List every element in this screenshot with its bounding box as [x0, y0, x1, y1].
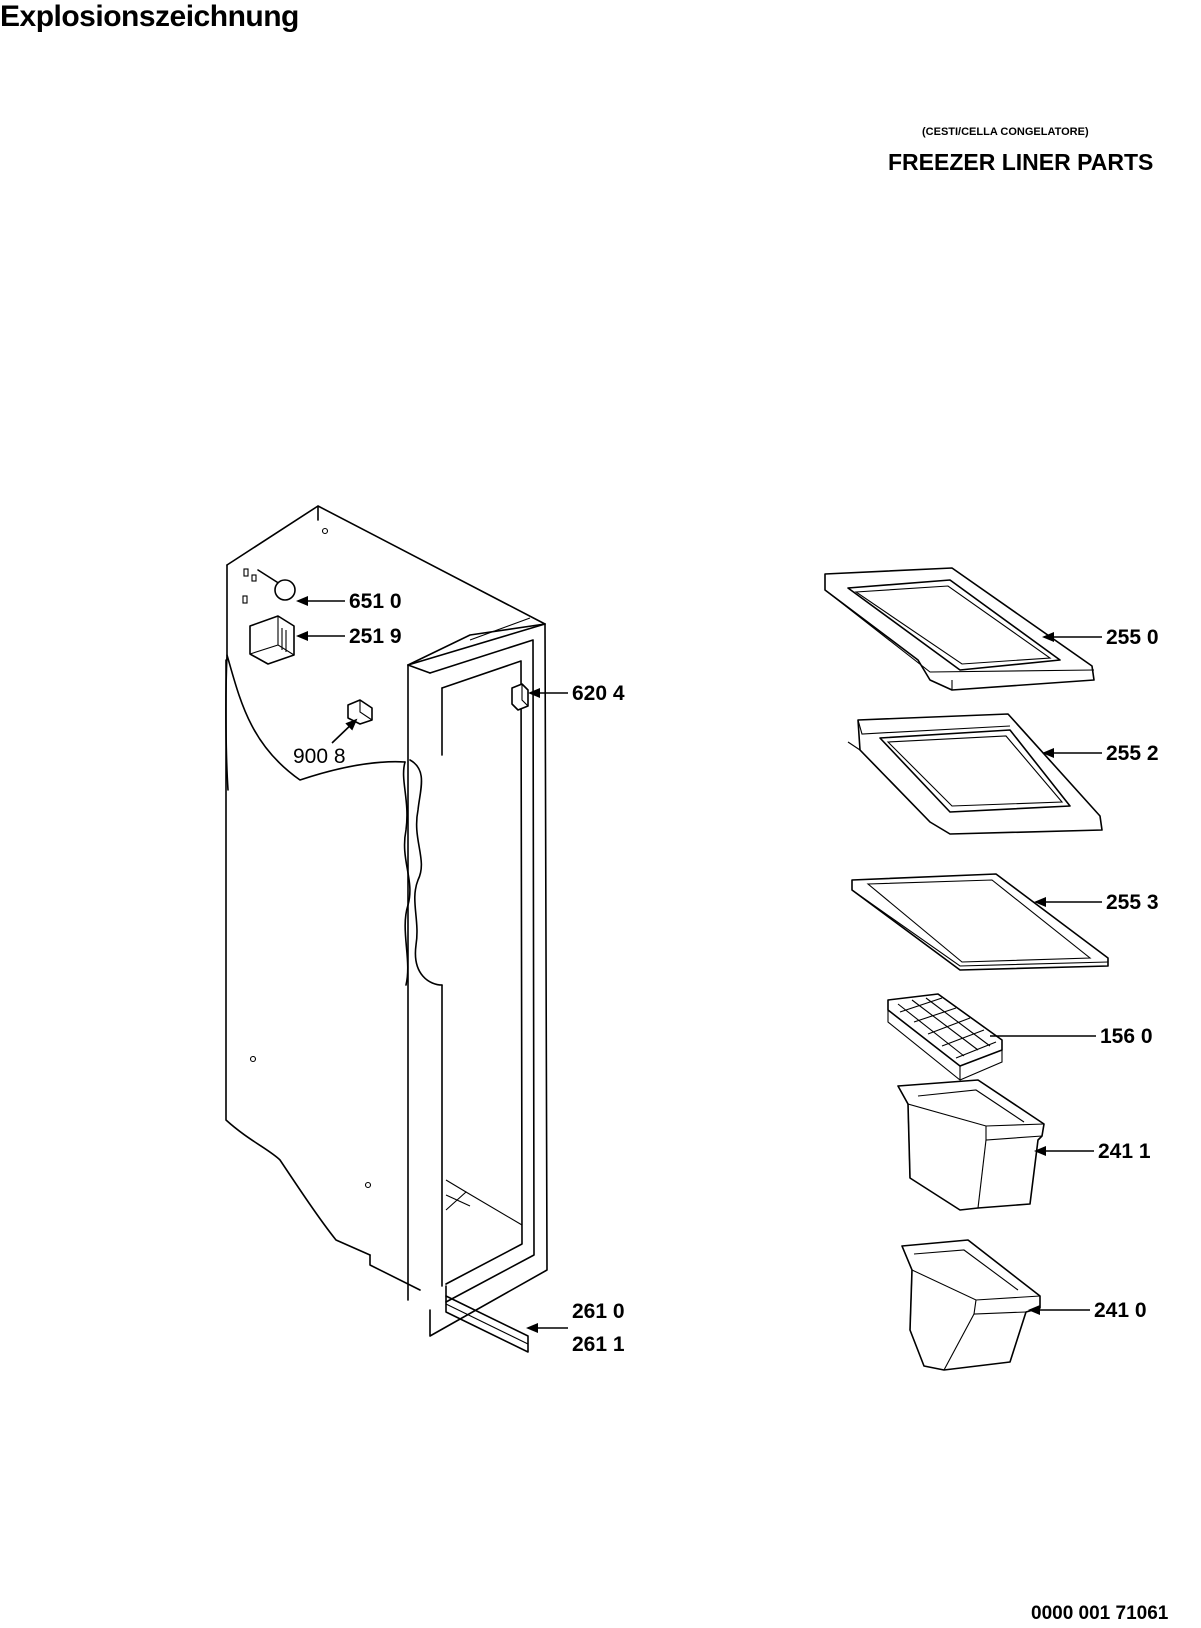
part-label: 255 0: [1106, 626, 1159, 649]
section-subtitle-italian: (CESTI/CELLA CONGELATORE): [922, 126, 1089, 138]
callout-241-0: 241 0: [1028, 1299, 1147, 1322]
door-switch-icon: [511, 683, 529, 711]
callout-261-0: 261 0 261 1: [526, 1300, 625, 1356]
part-label: 251 9: [349, 625, 402, 648]
clip-icon: [347, 699, 373, 725]
callout-255-2: 255 2: [1042, 742, 1159, 765]
callout-241-1: 241 1: [1034, 1140, 1151, 1163]
part-label: 900 8: [293, 745, 346, 768]
shelf-255-0-icon: [824, 567, 1095, 691]
part-label: 241 1: [1098, 1140, 1151, 1163]
callout-651-0: 651 0: [296, 590, 402, 613]
freezer-basket-241-0-icon: [901, 1239, 1041, 1371]
ice-cube-tray-icon: [887, 993, 1003, 1081]
glass-shelf-255-3-icon: [851, 873, 1109, 971]
page-title: Explosionszeichnung: [0, 0, 299, 33]
part-label: 651 0: [349, 590, 402, 613]
part-label: 620 4: [572, 682, 625, 705]
part-label: 255 3: [1106, 891, 1159, 914]
part-label: 241 0: [1094, 1299, 1147, 1322]
thermostat-sensor-icon: [242, 568, 296, 604]
section-title: FREEZER LINER PARTS: [888, 149, 1154, 175]
callout-255-0: 255 0: [1042, 626, 1159, 649]
part-label: 261 1: [572, 1333, 625, 1356]
lamp-socket-icon: [249, 615, 295, 665]
part-label: 156 0: [1100, 1025, 1153, 1048]
part-label: 255 2: [1106, 742, 1159, 765]
part-label: 261 0: [572, 1300, 625, 1323]
callout-251-9: 251 9: [296, 625, 402, 648]
callout-900-8: 900 8: [293, 718, 358, 768]
document-number: 0000 001 71061: [1031, 1603, 1169, 1624]
callout-620-4: 620 4: [528, 682, 625, 705]
freezer-liner-cabinet: [225, 505, 548, 1353]
freezer-basket-241-1-icon: [897, 1079, 1045, 1211]
callout-156-0: 156 0: [990, 1025, 1153, 1048]
shelf-255-2-icon: [847, 713, 1103, 835]
callout-255-3: 255 3: [1034, 891, 1159, 914]
